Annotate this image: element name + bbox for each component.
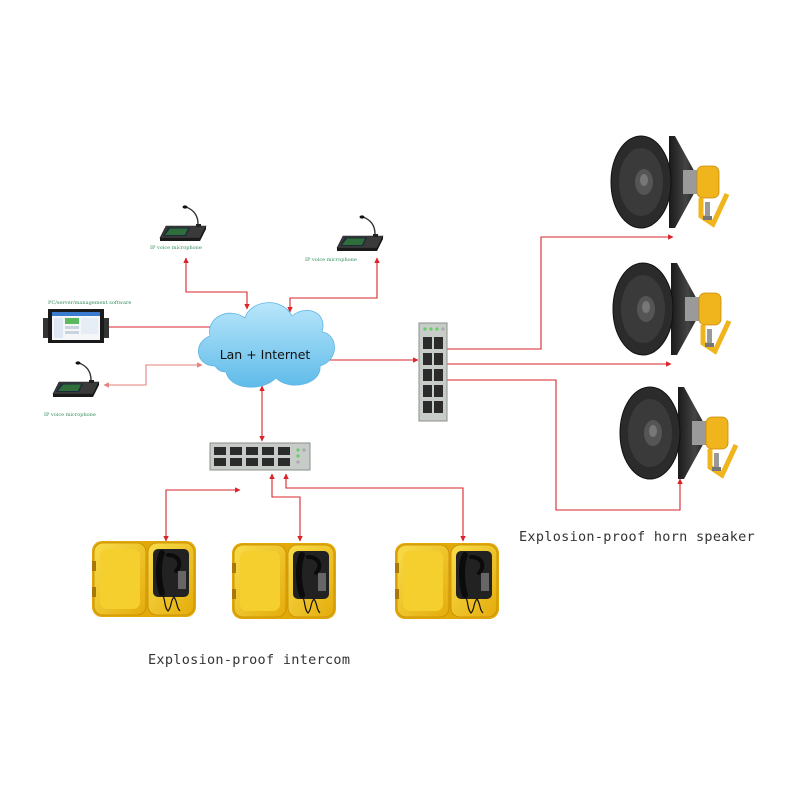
desk-microphone-icon (52, 360, 100, 398)
horn-speaker-1[interactable] (611, 136, 727, 228)
intercom-2[interactable] (232, 543, 336, 619)
horn-speaker-caption: Explosion-proof horn speaker (519, 529, 755, 545)
network-switch-bottom[interactable] (209, 442, 311, 471)
cloud-label: Lan + Internet (220, 347, 311, 362)
intercom-group (92, 541, 499, 619)
ip-voice-microphone-top-right[interactable]: IP voice microphone (305, 214, 384, 263)
horn-speaker-3[interactable] (620, 387, 736, 479)
mic-top-left-label: IP voice microphone (150, 245, 202, 251)
connection-lines (102, 234, 683, 542)
horn-speaker-2[interactable] (613, 263, 729, 355)
intercom-1[interactable] (92, 541, 196, 617)
horn-speaker-group (611, 136, 736, 479)
network-switch-icon (418, 322, 448, 422)
horn-speaker-icon (611, 136, 727, 228)
mic-top-right-label: IP voice microphone (305, 257, 357, 263)
intercom-phone-icon (92, 541, 196, 617)
horn-speaker-icon (613, 263, 729, 355)
pc-label: PC/server/management software (48, 300, 131, 306)
pc-server-management[interactable]: PC/server/management software (43, 300, 131, 343)
lan-internet-cloud: Lan + Internet (198, 302, 335, 388)
intercom-caption: Explosion-proof intercom (148, 652, 350, 668)
desk-microphone-icon (336, 214, 384, 252)
ip-voice-microphone-top-left[interactable]: IP voice microphone (150, 204, 207, 251)
intercom-3[interactable] (395, 543, 499, 619)
network-switch-right[interactable] (418, 322, 448, 422)
mic-left-label: IP voice microphone (44, 412, 96, 418)
desk-microphone-icon (159, 204, 207, 242)
monitor-icon (43, 309, 109, 343)
intercom-phone-icon (395, 543, 499, 619)
ip-voice-microphone-left[interactable]: IP voice microphone (44, 360, 100, 418)
horn-speaker-icon (620, 387, 736, 479)
intercom-phone-icon (232, 543, 336, 619)
network-switch-icon (209, 442, 311, 471)
